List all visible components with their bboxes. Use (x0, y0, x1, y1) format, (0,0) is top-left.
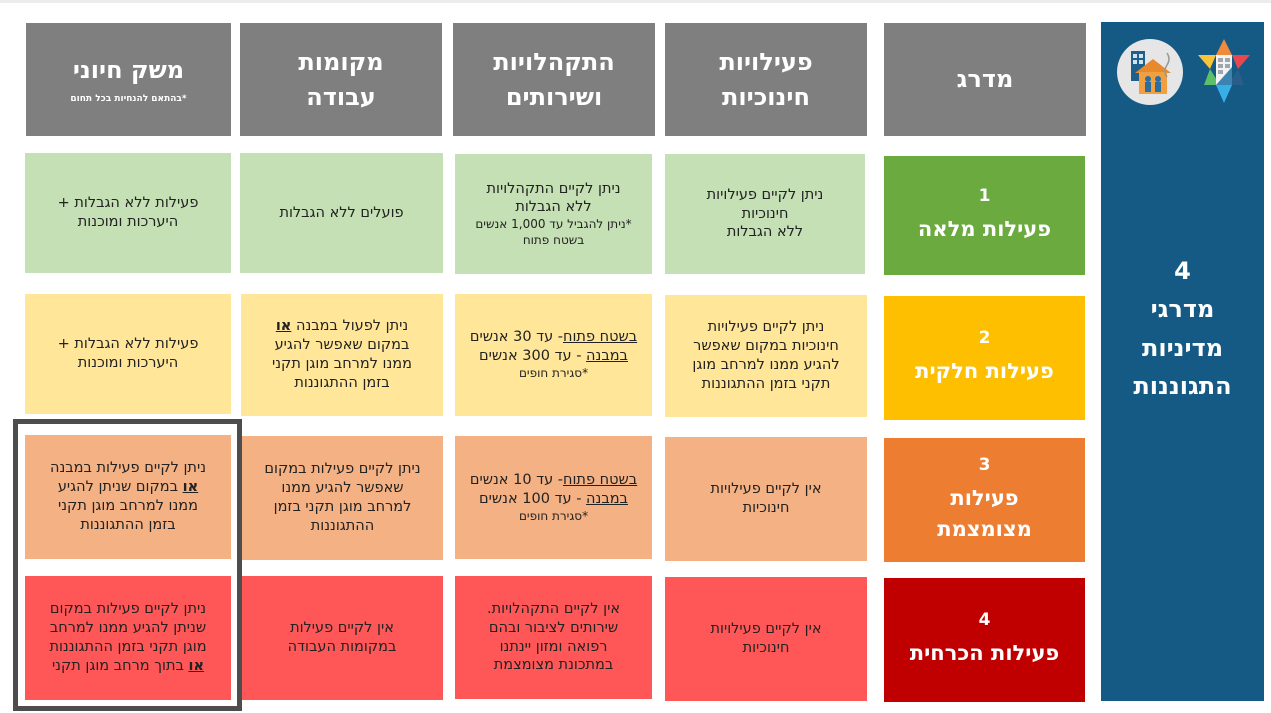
side-title-line: 4 (1174, 257, 1191, 285)
row2-education: ניתן לקיים פעילויות חינוכיות במקום שאפשר… (665, 295, 867, 417)
row3-workplaces: ניתן לקיים פעילות במקום שאפשר להגיע ממנו… (242, 436, 443, 560)
level-4-essential-activity: 4 פעילות הכרחית (884, 578, 1085, 702)
row2-workplaces: ניתן לפעול במבנה או במקום שאפשר להגיע ממ… (241, 294, 443, 416)
top-border (0, 0, 1271, 3)
level-2-partial-activity: 2 פעילות חלקית (884, 296, 1085, 420)
row2-gatherings: בשטח פתוח- עד 30 אנשים במבנה - עד 300 אנ… (455, 294, 652, 416)
row1-workplaces: פועלים ללא הגבלות (240, 153, 443, 273)
side-title: 4 מדרגי מדיניות התגוננות (1101, 252, 1264, 406)
header-essential-economy: משק חיוני *בהתאם להנחיות בכל תחום (26, 23, 231, 136)
row3-gatherings: בשטח פתוח- עד 10 אנשים במבנה - עד 100 אנ… (455, 436, 652, 559)
header-education: פעילויות חינוכיות (665, 23, 867, 136)
side-title-line: מדיניות (1141, 333, 1224, 362)
row4-gatherings: אין לקיים התקהלויות. שירותים לציבור ובהם… (455, 576, 652, 699)
row3-education: אין לקיים פעילויות חינוכיות (665, 437, 867, 561)
header-level: מדרג (884, 23, 1086, 136)
side-panel: 4 מדרגי מדיניות התגוננות (1101, 22, 1264, 701)
row1-gatherings: ניתן לקיים התקהלויות ללא הגבלות *ניתן לה… (455, 154, 652, 274)
side-title-line: התגוננות (1133, 372, 1232, 401)
highlight-frame (13, 419, 242, 711)
level-1-full-activity: 1 פעילות מלאה (884, 156, 1085, 275)
header-workplaces: מקומות עבודה (240, 23, 442, 136)
row1-education: ניתן לקיים פעילויות חינוכיות ללא הגבלות (665, 154, 865, 274)
star-of-david-colorful-logo-icon (1196, 37, 1252, 107)
row1-essential: פעילות ללא הגבלות + היערכות ומוכנות (25, 153, 231, 273)
header-gatherings: התקהלויות ושירותים (453, 23, 655, 136)
row4-education: אין לקיים פעילויות חינוכיות (665, 577, 867, 701)
side-title-line: מדרגי (1150, 295, 1215, 324)
row4-workplaces: אין לקיים פעילות במקומות העבודה (241, 576, 443, 700)
level-3-reduced-activity: 3 פעילות מצומצמת (884, 438, 1085, 562)
row2-essential: פעילות ללא הגבלות + היערכות ומוכנות (25, 294, 231, 414)
row4-essential: ניתן לקיים פעילות במקום שניתן להגיע ממנו… (25, 576, 231, 700)
header-essential-note: *בהתאם להנחיות בכל תחום (70, 94, 187, 105)
row3-essential: ניתן לקיים פעילות במבנה או במקום שניתן ל… (25, 435, 231, 559)
home-front-family-logo-icon (1117, 39, 1183, 105)
